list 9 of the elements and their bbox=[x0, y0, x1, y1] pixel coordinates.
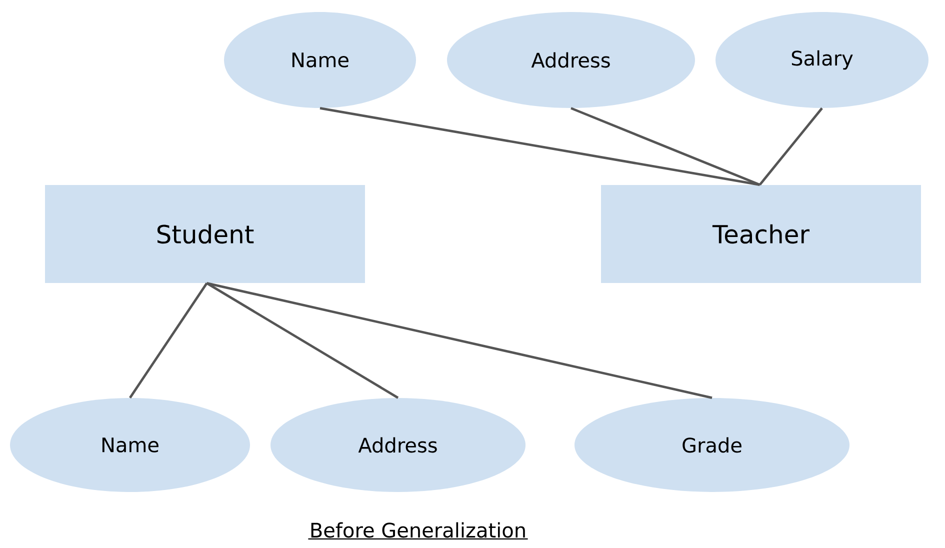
title: Before Generalization bbox=[308, 522, 528, 540]
connector-line bbox=[206, 282, 712, 399]
connector-line bbox=[758, 107, 823, 186]
entity-box: Teacher bbox=[601, 185, 921, 283]
connector-line bbox=[570, 107, 760, 186]
connector-line bbox=[206, 282, 399, 399]
entity-box: Student bbox=[45, 185, 365, 283]
connector-line bbox=[129, 282, 208, 398]
connector-line bbox=[320, 107, 760, 186]
